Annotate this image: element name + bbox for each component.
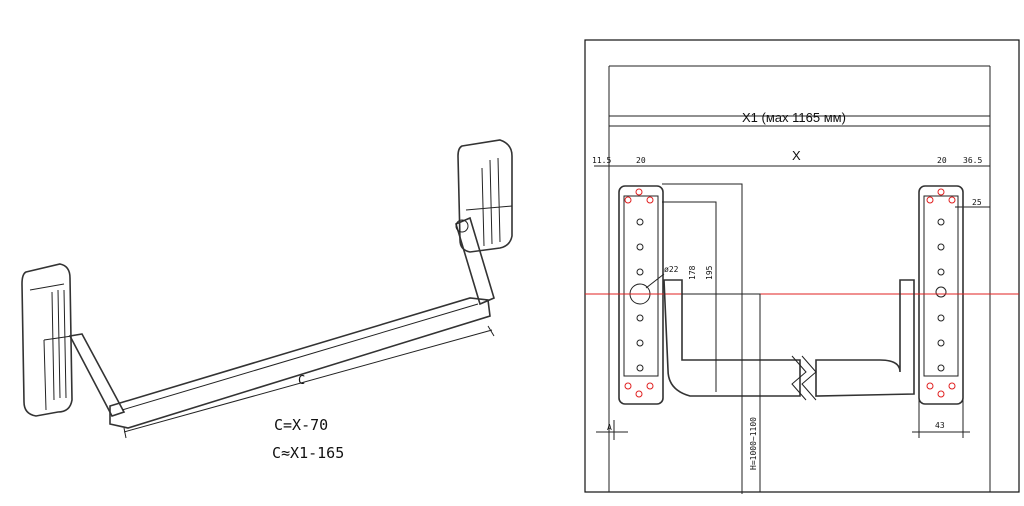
- dim-178: 178: [688, 265, 697, 280]
- dim-11-5: 11.5: [592, 156, 611, 165]
- dim-20-right: 20: [937, 156, 947, 165]
- x1-dimension-label: X1 (мах 1165 мм): [742, 110, 846, 125]
- dim-195: 195: [705, 265, 714, 280]
- x-dimension-label: X: [792, 148, 801, 163]
- panic-bar-isometric: C C=X-70 C≈X1-165: [21, 139, 513, 462]
- installation-drawing: X1 (мах 1165 мм) X 11.5 20 20 36.5 25 ø2…: [584, 39, 1020, 494]
- dimension-c-label: C: [298, 373, 305, 387]
- formula-c-x1: C≈X1-165: [272, 444, 344, 462]
- diameter-22: ø22: [664, 265, 679, 274]
- dim-25: 25: [972, 198, 982, 207]
- dim-20-left: 20: [636, 156, 646, 165]
- dim-43: 43: [935, 421, 945, 430]
- height-dimension: H=1000~1100: [749, 417, 758, 470]
- dim-36-5: 36.5: [963, 156, 982, 165]
- formula-c-x: C=X-70: [274, 416, 328, 434]
- dim-a: A: [607, 423, 612, 432]
